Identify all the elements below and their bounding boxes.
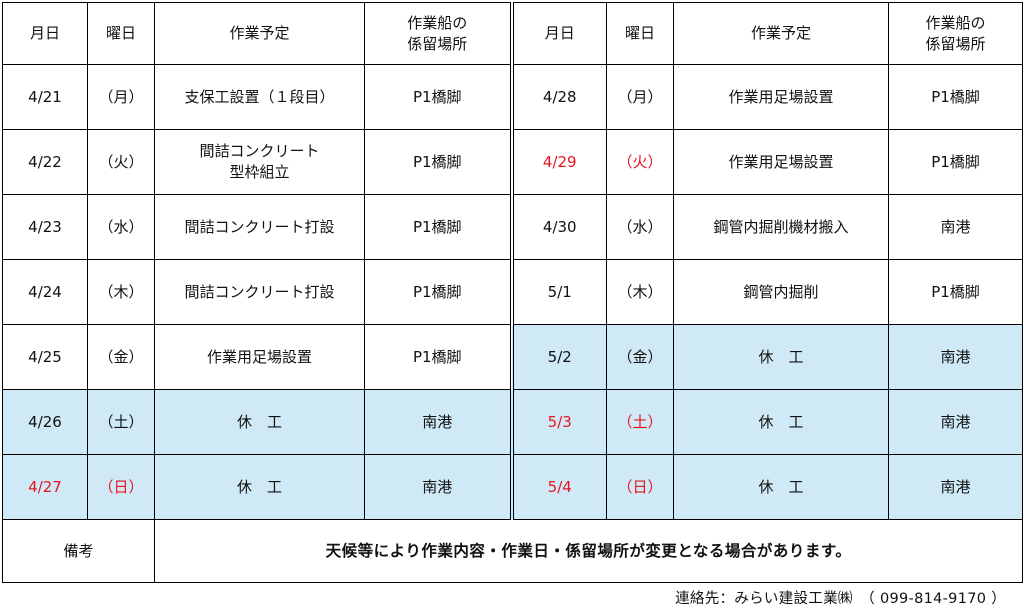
- weekday-cell: （月）: [606, 64, 674, 130]
- header-row: 月日 曜日 作業予定 作業船の 係留場所 月日 曜日 作業予定 作業船の 係留場…: [2, 2, 1023, 65]
- task-cell: 作業用足場設置: [154, 324, 365, 390]
- task-cell: 間詰コンクリート型枠組立: [154, 129, 365, 195]
- header-day: 曜日: [606, 2, 674, 65]
- header-mooring-line: 作業船の: [925, 13, 986, 32]
- weekday-cell: （木）: [606, 259, 674, 325]
- mooring-cell: 南港: [888, 324, 1023, 390]
- mooring-cell: P1橋脚: [888, 259, 1023, 325]
- mooring-cell: P1橋脚: [364, 194, 514, 260]
- task-line: 鋼管内掘削: [743, 282, 819, 301]
- header-mooring-line: 係留場所: [407, 34, 468, 53]
- date-cell: 4/29: [509, 129, 607, 195]
- task-cell: 間詰コンクリート打設: [154, 194, 365, 260]
- weekday-cell: （土）: [606, 389, 674, 455]
- task-cell: 休 工: [673, 324, 889, 390]
- task-cell: 作業用足場設置: [673, 129, 889, 195]
- task-line: 作業用足場設置: [728, 152, 834, 171]
- weekday-cell: （水）: [606, 194, 674, 260]
- task-cell: 休 工: [673, 389, 889, 455]
- weekday-cell: （火）: [87, 129, 155, 195]
- note-label: 備考: [2, 519, 155, 583]
- task-cell: 作業用足場設置: [673, 64, 889, 130]
- mooring-cell: P1橋脚: [364, 129, 514, 195]
- mooring-cell: P1橋脚: [364, 64, 514, 130]
- weekday-cell: （水）: [87, 194, 155, 260]
- date-cell: 5/4: [509, 454, 607, 520]
- date-cell: 4/23: [2, 194, 88, 260]
- task-cell: 鋼管内掘削: [673, 259, 889, 325]
- mooring-cell: 南港: [364, 454, 514, 520]
- date-cell: 5/2: [509, 324, 607, 390]
- task-line: 作業用足場設置: [206, 347, 312, 366]
- weekday-cell: （金）: [606, 324, 674, 390]
- task-cell: 鋼管内掘削機材搬入: [673, 194, 889, 260]
- weekday-cell: （土）: [87, 389, 155, 455]
- header-date: 月日: [2, 2, 88, 65]
- header-task: 作業予定: [673, 2, 889, 65]
- contact-info: 連絡先：みらい建設工業㈱ （ 099-814-9170 ）: [675, 591, 1006, 607]
- task-cell: 休 工: [154, 454, 365, 520]
- task-line: 休 工: [236, 412, 282, 431]
- header-day: 曜日: [87, 2, 155, 65]
- header-task: 作業予定: [154, 2, 365, 65]
- date-cell: 4/26: [2, 389, 88, 455]
- task-cell: 休 工: [673, 454, 889, 520]
- weekday-cell: （日）: [87, 454, 155, 520]
- task-line: 支保工設置（１段目）: [184, 87, 335, 106]
- header-date: 月日: [509, 2, 607, 65]
- note-text: 天候等により作業内容・作業日・係留場所が変更となる場合があります。: [154, 519, 1023, 583]
- mooring-cell: 南港: [888, 454, 1023, 520]
- task-cell: 間詰コンクリート打設: [154, 259, 365, 325]
- mooring-cell: P1橋脚: [888, 64, 1023, 130]
- task-line: 休 工: [758, 347, 804, 366]
- task-line: 鋼管内掘削機材搬入: [713, 217, 849, 236]
- task-line: 間詰コンクリート打設: [184, 282, 335, 301]
- mooring-cell: P1橋脚: [364, 324, 514, 390]
- mooring-cell: 南港: [888, 389, 1023, 455]
- task-line: 間詰コンクリート打設: [184, 217, 335, 236]
- task-line: 型枠組立: [229, 163, 290, 181]
- task-cell: 休 工: [154, 389, 365, 455]
- task-line: 休 工: [758, 412, 804, 431]
- weekday-cell: （火）: [606, 129, 674, 195]
- note-row: 備考 天候等により作業内容・作業日・係留場所が変更となる場合があります。: [2, 519, 1023, 583]
- header-mooring: 作業船の 係留場所: [364, 2, 514, 65]
- date-cell: 4/30: [509, 194, 607, 260]
- date-cell: 4/24: [2, 259, 88, 325]
- task-line: 間詰コンクリート: [199, 142, 320, 160]
- mooring-cell: P1橋脚: [364, 259, 514, 325]
- task-cell: 支保工設置（１段目）: [154, 64, 365, 130]
- weekday-cell: （金）: [87, 324, 155, 390]
- header-mooring-line: 係留場所: [925, 34, 986, 53]
- header-mooring: 作業船の 係留場所: [888, 2, 1023, 65]
- date-cell: 4/21: [2, 64, 88, 130]
- date-cell: 5/3: [509, 389, 607, 455]
- work-schedule-table: 月日 曜日 作業予定 作業船の 係留場所 月日 曜日 作業予定 作業船の 係留場…: [2, 2, 1023, 583]
- mooring-cell: 南港: [888, 194, 1023, 260]
- weekday-cell: （木）: [87, 259, 155, 325]
- weekday-cell: （月）: [87, 64, 155, 130]
- mooring-cell: 南港: [364, 389, 514, 455]
- weekday-cell: （日）: [606, 454, 674, 520]
- mooring-cell: P1橋脚: [888, 129, 1023, 195]
- task-line: 作業用足場設置: [728, 87, 834, 106]
- date-cell: 5/1: [509, 259, 607, 325]
- task-line: 休 工: [236, 477, 282, 496]
- header-mooring-line: 作業船の: [407, 13, 468, 32]
- date-cell: 4/22: [2, 129, 88, 195]
- date-cell: 4/27: [2, 454, 88, 520]
- date-cell: 4/25: [2, 324, 88, 390]
- date-cell: 4/28: [509, 64, 607, 130]
- task-line: 休 工: [758, 477, 804, 496]
